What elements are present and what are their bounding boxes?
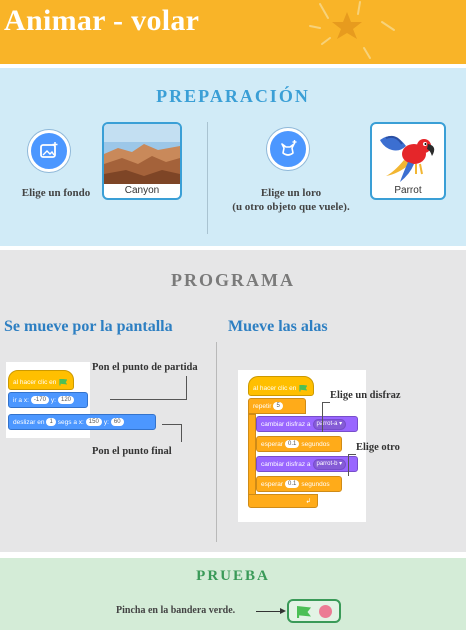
- costume-annotation-line-h: [322, 402, 330, 403]
- wait-input-2[interactable]: 0.1: [285, 480, 300, 488]
- glide-y-input[interactable]: 60: [110, 418, 124, 426]
- switch-costume-label-1: cambiar disfraz a: [261, 420, 311, 428]
- glide-secs-label: segs a x:: [57, 418, 84, 426]
- end-point-annotation: Pon el punto final: [92, 446, 172, 457]
- preparation-divider: [207, 122, 208, 234]
- green-flag-button-icon[interactable]: [297, 606, 311, 618]
- choose-sprite-button[interactable]: [267, 128, 309, 170]
- choose-backdrop-button[interactable]: [28, 130, 70, 172]
- costume-dropdown-2[interactable]: parrot-b ▾: [312, 458, 347, 470]
- costume-dropdown-1[interactable]: parrot-a ▾: [312, 418, 347, 430]
- canyon-label: Canyon: [124, 185, 160, 196]
- other-annotation-line-v: [348, 454, 349, 476]
- sprite-caption-line2: (u otro objeto que vuele).: [232, 201, 350, 213]
- repeat-block[interactable]: repetir 5: [248, 398, 306, 414]
- other-annotation-line-h: [348, 454, 356, 455]
- arrow-right-icon: [280, 608, 286, 614]
- program-title: PROGRAMA: [171, 270, 295, 290]
- wings-script-area: al hacer clic en repetir 5 cambiar disfr…: [238, 370, 366, 522]
- test-caption: Pincha en la bandera verde.: [116, 605, 236, 616]
- glide-x-input[interactable]: 150: [85, 418, 102, 426]
- star-decoration-icon: [309, 1, 395, 59]
- start-point-annotation: Pon el punto de partida: [92, 362, 198, 373]
- green-flag-icon: [59, 378, 68, 386]
- when-flag-label-2: al hacer clic en: [253, 384, 297, 392]
- stop-button-icon[interactable]: [319, 605, 332, 618]
- loop-arrow-icon: ↲: [305, 498, 311, 505]
- canyon-image: [104, 124, 180, 184]
- when-flag-clicked-block-2[interactable]: al hacer clic en: [248, 376, 314, 396]
- flap-wings-title: Mueve las alas: [228, 318, 328, 335]
- backdrop-image-icon: [40, 142, 58, 158]
- wait-block-2[interactable]: esperar 0.1 segundos: [256, 476, 342, 492]
- wait-label-2: esperar: [261, 480, 284, 488]
- move-across-screen-title: Se mueve por la pantalla: [4, 318, 173, 335]
- preparation-title: PREPARACIÓN: [156, 86, 310, 106]
- choose-costume-annotation: Elige un disfraz: [330, 390, 401, 401]
- choose-other-annotation: Elige otro: [356, 442, 400, 453]
- wait-block-1[interactable]: esperar 0.1 segundos: [256, 436, 342, 452]
- when-flag-clicked-block[interactable]: al hacer clic en: [8, 370, 74, 390]
- go-to-label: ir a x:: [13, 396, 29, 404]
- end-annotation-line-h: [162, 424, 182, 425]
- backdrop-caption: Elige un fondo: [21, 187, 91, 199]
- glide-y-label: y:: [103, 418, 109, 426]
- test-title: PRUEBA: [196, 568, 270, 584]
- sprite-cat-icon: [281, 140, 297, 156]
- wait-unit-1: segundos: [301, 440, 330, 448]
- start-annotation-line-v: [186, 376, 187, 400]
- go-to-x-input[interactable]: -170: [30, 396, 49, 404]
- run-controls: [287, 599, 341, 623]
- test-section: PRUEBA Pincha en la bandera verde.: [0, 558, 466, 630]
- sprite-caption-line1: Elige un loro: [260, 187, 322, 199]
- parrot-sprite-thumbnail[interactable]: Parrot: [370, 122, 446, 200]
- page-title: Animar - volar: [4, 4, 200, 37]
- green-flag-icon-2: [299, 384, 308, 392]
- switch-costume-block-1[interactable]: cambiar disfraz a parrot-a ▾: [256, 416, 358, 432]
- parrot-label: Parrot: [394, 185, 422, 196]
- repeat-block-arm: [248, 414, 256, 498]
- glide-secs-input[interactable]: 1: [46, 418, 56, 426]
- header-banner: Animar - volar: [0, 0, 466, 64]
- program-section: PROGRAMA Se mueve por la pantalla Mueve …: [0, 250, 466, 552]
- repeat-block-bottom: ↲: [248, 494, 318, 508]
- start-annotation-line-h: [110, 399, 187, 400]
- move-script-area: al hacer clic en ir a x: -170 y: 120: [6, 362, 90, 438]
- canyon-backdrop-thumbnail[interactable]: Canyon: [102, 122, 182, 200]
- wait-input-1[interactable]: 0.1: [285, 440, 300, 448]
- costume-annotation-line-v: [322, 402, 323, 432]
- test-arrow-line: [256, 611, 284, 612]
- go-to-y-input[interactable]: 120: [57, 396, 74, 404]
- switch-costume-label-2: cambiar disfraz a: [261, 460, 311, 468]
- preparation-section: PREPARACIÓN Canyon Elige un fondo: [0, 68, 466, 246]
- sprite-caption: Elige un loro (u otro objeto que vuele).: [216, 186, 366, 214]
- glide-to-xy-block[interactable]: deslizar en 1 segs a x: 150 y: 60: [8, 414, 156, 430]
- when-flag-label: al hacer clic en: [13, 378, 57, 386]
- repeat-label: repetir: [253, 402, 272, 410]
- go-to-xy-block[interactable]: ir a x: -170 y: 120: [8, 392, 88, 408]
- wait-label-1: esperar: [261, 440, 284, 448]
- go-to-y-label: y:: [50, 396, 56, 404]
- glide-label: deslizar en: [13, 418, 45, 426]
- repeat-count-input[interactable]: 5: [273, 402, 283, 410]
- wait-unit-2: segundos: [301, 480, 330, 488]
- program-divider: [216, 342, 217, 542]
- parrot-image: [380, 135, 435, 182]
- end-annotation-line-v: [181, 424, 182, 442]
- switch-costume-block-2[interactable]: cambiar disfraz a parrot-b ▾: [256, 456, 358, 472]
